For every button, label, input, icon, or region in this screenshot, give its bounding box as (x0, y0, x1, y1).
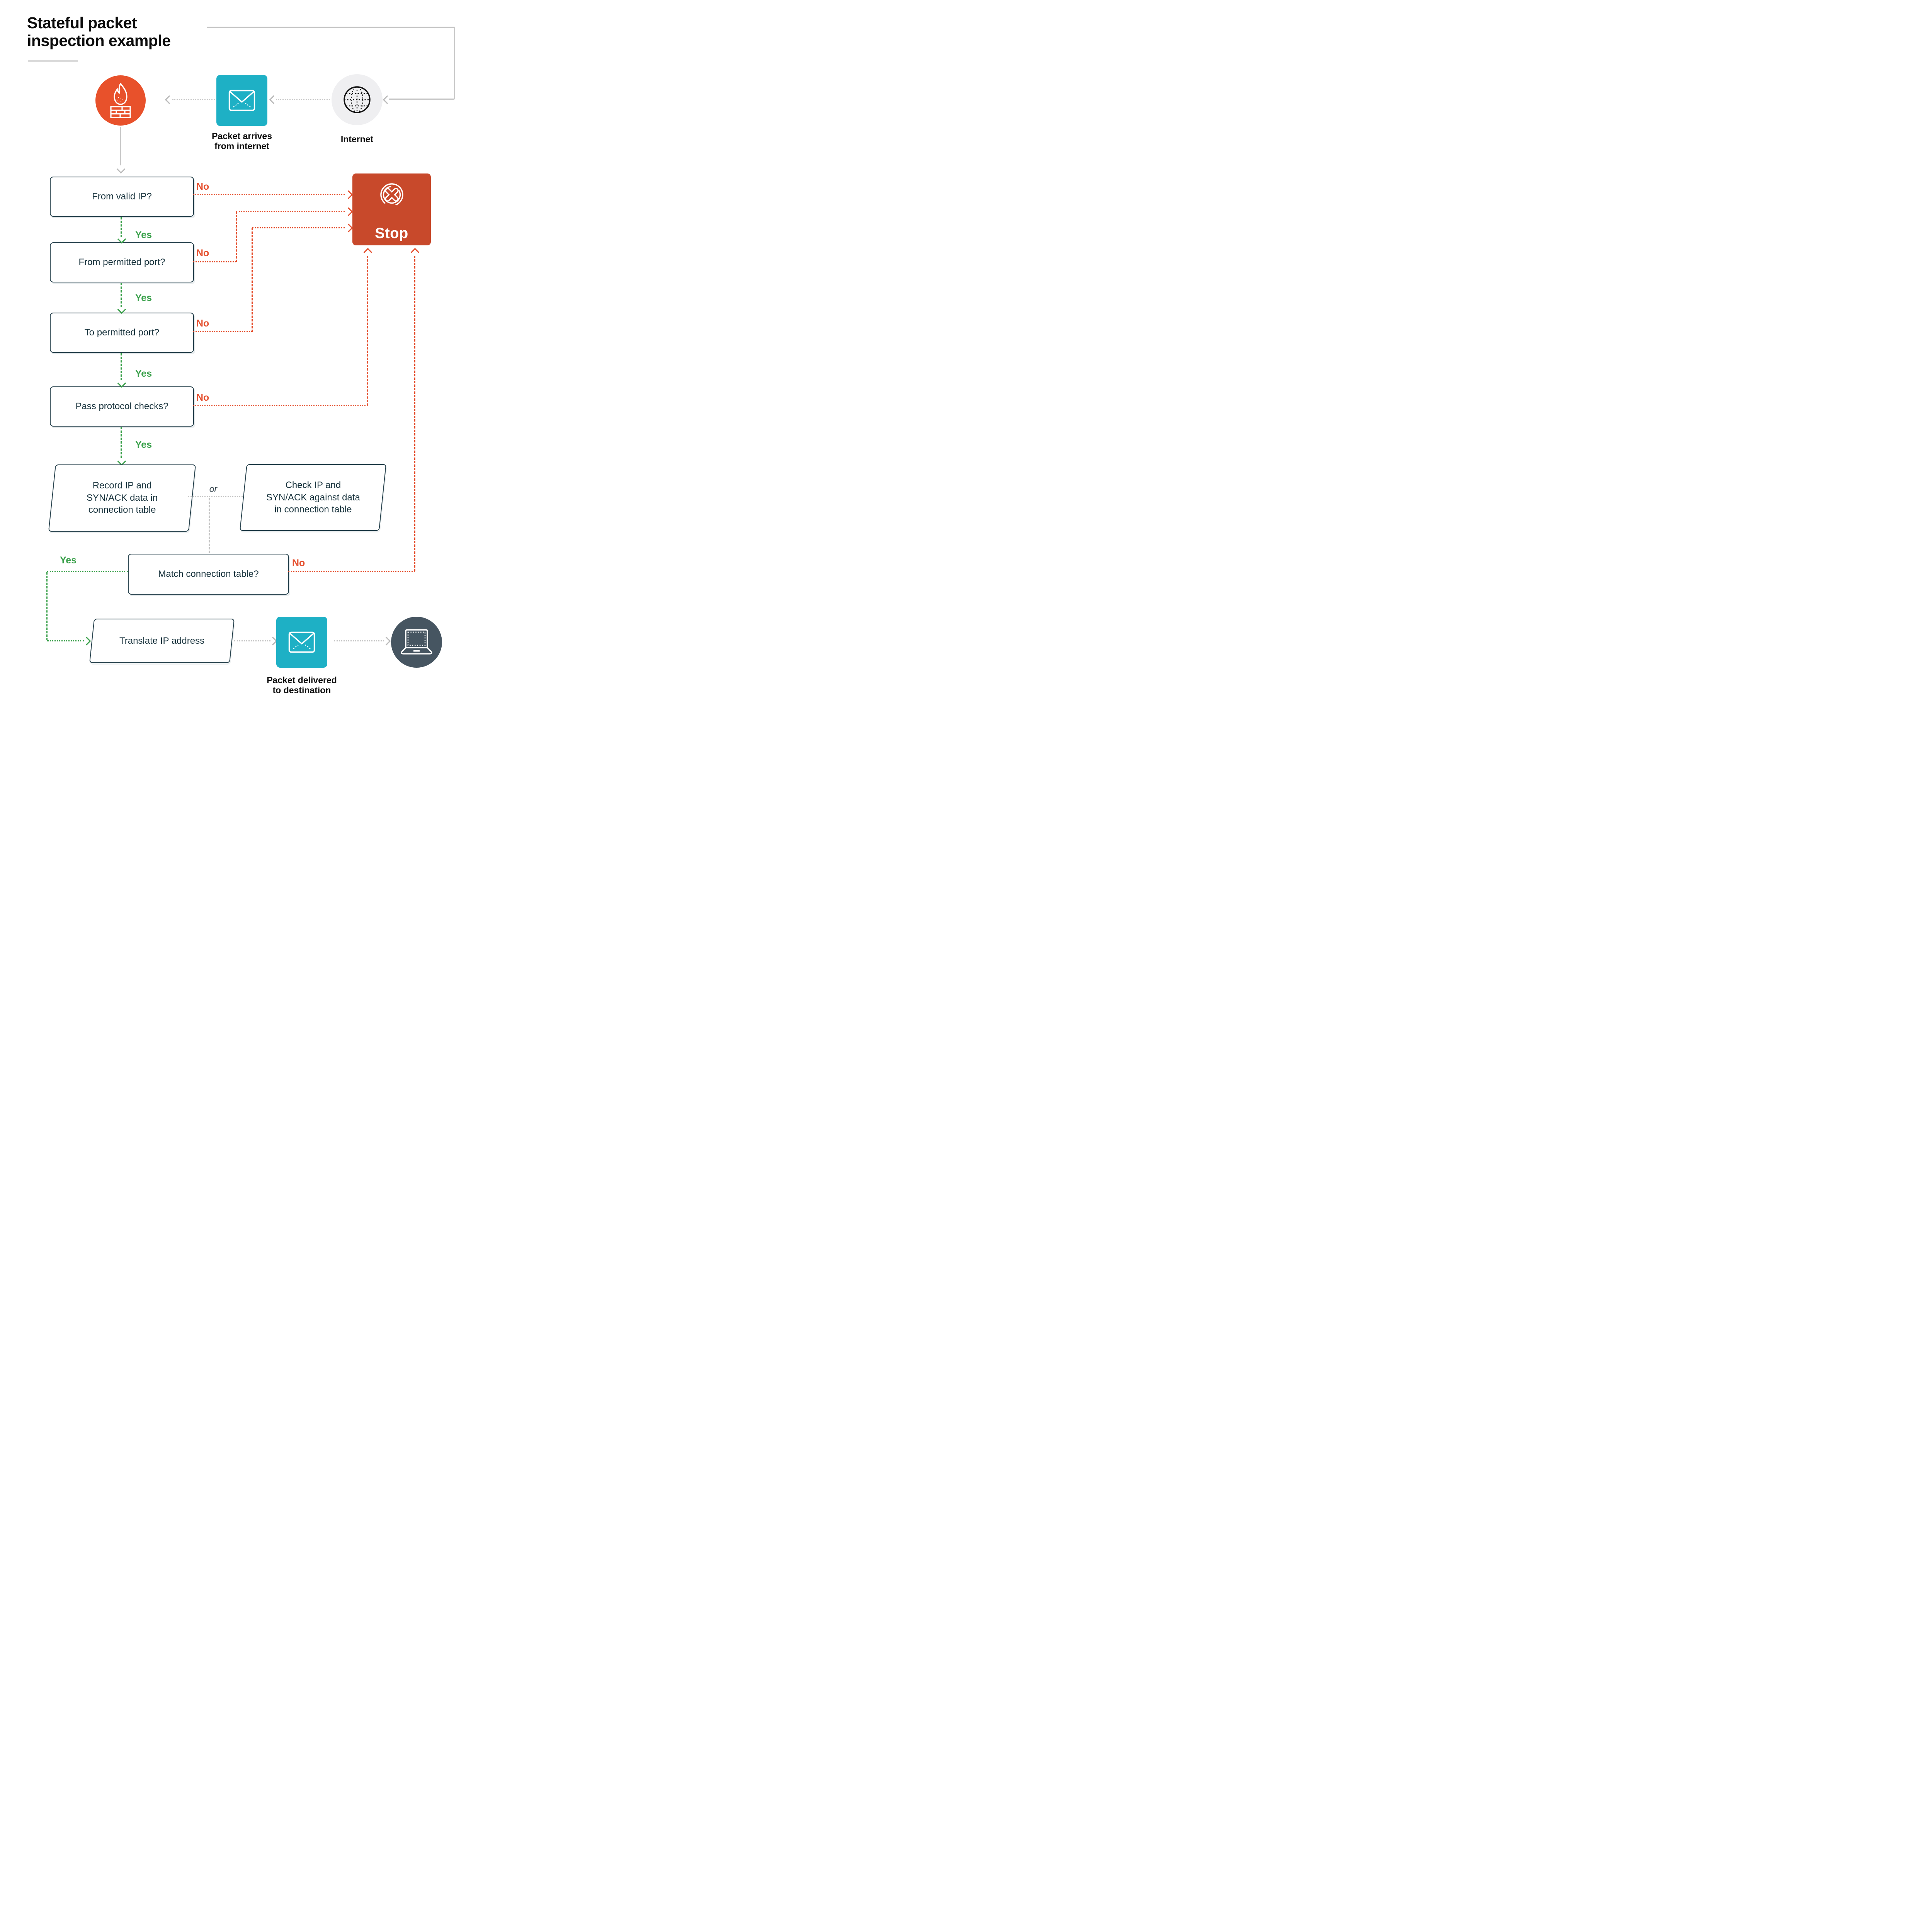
no-line-3-up (252, 228, 253, 332)
laptop-icon (401, 629, 432, 655)
yes-label-4: Yes (135, 439, 152, 450)
arrowhead-into-first-decision (116, 165, 126, 174)
check-step-line1: Check IP and (285, 480, 341, 490)
arrowhead-no-5 (410, 248, 420, 257)
no-label-2: No (196, 248, 209, 259)
connector-translate-to-delivered (234, 640, 270, 641)
yes-line-2 (121, 283, 122, 307)
stop-label: Stop (375, 225, 408, 242)
record-step-line1: Record IP and (92, 480, 152, 491)
yes-label-2: Yes (135, 293, 152, 303)
no-line-4-up (367, 256, 368, 406)
yes-label-1: Yes (135, 230, 152, 240)
connector-title-to-internet-side (454, 27, 455, 99)
page-title-line2: inspection example (27, 32, 171, 50)
packet-delivered-label: Packet delivered to destination (255, 675, 349, 696)
stop-node: Stop (352, 173, 431, 245)
no-line-1 (193, 194, 345, 195)
arrowhead-into-internet (383, 95, 392, 104)
arrowhead-yes-5 (82, 636, 91, 646)
yes-label-5: Yes (60, 555, 77, 566)
yes-line-4 (121, 427, 122, 458)
connector-title-to-internet-top (207, 27, 455, 28)
stop-x-circle-icon (380, 183, 403, 206)
page-title-line1: Stateful packet (27, 14, 137, 32)
yes-line-5-out (47, 571, 128, 572)
packet-arrives-label-line2: from internet (214, 141, 269, 151)
firewall-icon (110, 83, 131, 118)
no-line-2-out (193, 261, 236, 262)
connector-title-to-internet-bottom (389, 99, 454, 100)
translate-step-text: Translate IP address (119, 635, 205, 646)
decision-from-permitted-port: From permitted port? (50, 242, 194, 282)
packet-delivered-label-line2: to destination (272, 685, 331, 695)
page-title: Stateful packet inspection example (27, 14, 171, 50)
connector-firewall-down (120, 127, 121, 165)
decision-from-valid-ip: From valid IP? (50, 177, 194, 217)
title-underline (28, 60, 78, 62)
no-line-5-out (288, 571, 415, 572)
decision-pass-protocol-checks-text: Pass protocol checks? (75, 401, 168, 412)
decision-to-permitted-port: To permitted port? (50, 313, 194, 353)
no-label-5: No (292, 558, 305, 568)
internet-node (332, 74, 383, 125)
no-line-2-in (236, 211, 345, 212)
or-label: or (209, 484, 218, 494)
decision-from-valid-ip-text: From valid IP? (92, 191, 152, 202)
stateful-packet-inspection-diagram: Stateful packet inspection example Inter… (0, 0, 483, 711)
decision-pass-protocol-checks: Pass protocol checks? (50, 386, 194, 427)
arrowhead-into-firewall (165, 95, 174, 104)
destination-node (391, 617, 442, 668)
packet-delivered-label-line1: Packet delivered (267, 675, 337, 685)
no-line-3-in (252, 227, 345, 228)
yes-label-3: Yes (135, 368, 152, 379)
translate-step: Translate IP address (89, 619, 235, 663)
yes-line-5-down (46, 572, 48, 640)
arrowhead-no-2 (344, 207, 353, 216)
packet-delivered-node (276, 617, 327, 668)
no-line-5-up (414, 256, 415, 571)
connector-join-to-match (209, 498, 210, 553)
check-step-line3: in connection table (274, 504, 352, 515)
record-step: Record IP and SYN/ACK data in connection… (48, 464, 196, 532)
record-step-line2: SYN/ACK data in (86, 493, 158, 503)
envelope-delivered-icon (288, 631, 315, 653)
decision-from-permitted-port-text: From permitted port? (78, 257, 165, 267)
no-line-4-out (193, 405, 368, 406)
decision-match-connection-table: Match connection table? (128, 554, 289, 595)
packet-arrives-label: Packet arrives from internet (205, 131, 279, 151)
arrowhead-no-3 (344, 223, 353, 233)
connector-record-check-join (188, 496, 243, 497)
connector-delivered-to-destination (334, 640, 384, 641)
internet-label: Internet (340, 134, 374, 144)
no-line-2-up (236, 211, 237, 262)
no-label-3: No (196, 318, 209, 329)
packet-arrives-label-line1: Packet arrives (211, 131, 272, 141)
connector-internet-to-packet (276, 99, 330, 100)
arrowhead-into-destination (382, 636, 391, 646)
record-step-line3: connection table (88, 505, 156, 515)
decision-to-permitted-port-text: To permitted port? (84, 327, 160, 338)
connector-packet-to-firewall (172, 99, 215, 100)
globe-icon (344, 86, 371, 113)
check-step: Check IP and SYN/ACK against data in con… (239, 464, 387, 531)
decision-match-connection-table-text: Match connection table? (158, 569, 259, 579)
yes-line-3 (121, 353, 122, 380)
yes-line-1 (121, 217, 122, 237)
no-line-3-out (193, 331, 252, 332)
check-step-line2: SYN/ACK against data (266, 492, 360, 503)
record-step-text: Record IP and SYN/ACK data in connection… (87, 480, 158, 516)
yes-line-5-in (47, 640, 84, 641)
envelope-icon (228, 90, 255, 111)
arrowhead-into-delivered (268, 636, 277, 646)
arrowhead-no-4 (363, 248, 372, 257)
no-label-1: No (196, 181, 209, 192)
arrowhead-no-1 (344, 190, 353, 199)
no-label-4: No (196, 392, 209, 403)
packet-arrives-node (216, 75, 267, 126)
arrowhead-into-packet (269, 95, 278, 104)
firewall-node (95, 75, 146, 126)
check-step-text: Check IP and SYN/ACK against data in con… (266, 479, 360, 516)
